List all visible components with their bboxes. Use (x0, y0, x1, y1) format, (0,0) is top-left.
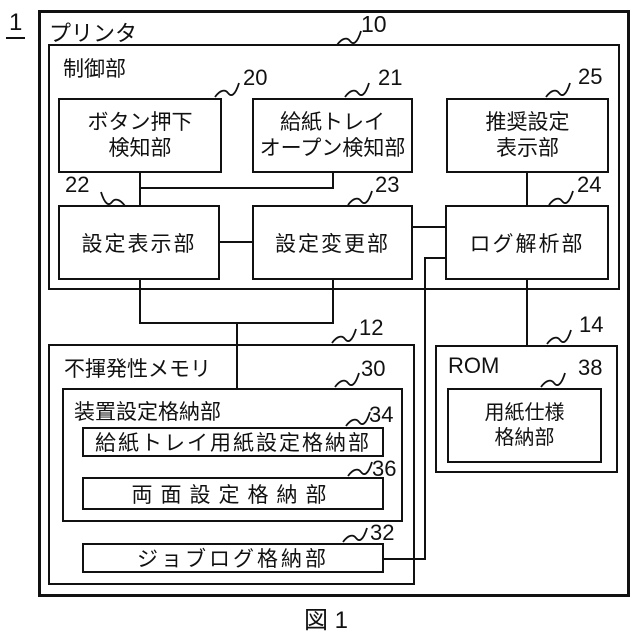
box-button-press-detector: ボタン押下 検知部 (58, 98, 222, 173)
box-job-log-storage: ジョブログ格納部 (82, 543, 384, 573)
recommended-setting-display-label: 推奨設定 表示部 (485, 110, 570, 160)
ref-label-34: 34 (369, 402, 394, 427)
ref-label-32: 32 (370, 520, 395, 545)
figure-caption: 図 1 (303, 607, 348, 634)
leader-34 (345, 411, 371, 427)
box-duplex-setting-storage: 両面設定格納部 (82, 477, 384, 510)
ref-label-21: 21 (378, 65, 403, 90)
box-printer: プリンタ (38, 10, 630, 597)
box-log-analysis: ログ解析部 (445, 205, 609, 280)
box-device-setting-storage: 装置設定格納部 (62, 388, 403, 522)
leader-lines (100, 30, 574, 543)
log-analysis-label: ログ解析部 (469, 232, 585, 256)
device-setting-storage-label: 装置設定格納部 (74, 401, 221, 424)
rom-label: ROM (448, 353, 500, 378)
leader-24 (548, 190, 574, 206)
leader-10 (336, 30, 362, 46)
button-press-detector-label: ボタン押下 検知部 (87, 110, 193, 160)
ref-label-20: 20 (243, 65, 268, 90)
setting-display-label: 設定表示部 (81, 232, 197, 256)
leader-21 (344, 82, 370, 98)
ref-label-25: 25 (578, 64, 603, 89)
leader-36 (347, 461, 373, 477)
leader-32 (342, 527, 368, 543)
tray-paper-setting-storage-label: 給紙トレイ用紙設定格納部 (95, 432, 371, 455)
setting-change-label: 設定変更部 (275, 232, 390, 256)
job-log-storage-label: ジョブログ格納部 (137, 548, 329, 571)
nonvolatile-memory-label: 不揮発性メモリ (64, 358, 211, 381)
box-setting-display: 設定表示部 (58, 205, 220, 280)
printer-label: プリンタ (49, 21, 138, 46)
ref-label-38: 38 (578, 355, 603, 380)
tray-open-detector-label: 給紙トレイ オープン検知部 (259, 110, 406, 160)
ref-label-23: 23 (375, 172, 400, 197)
box-nonvolatile-memory: 不揮発性メモリ (48, 344, 415, 585)
box-tray-open-detector: 給紙トレイ オープン検知部 (252, 98, 413, 173)
leader-30 (334, 372, 360, 388)
box-setting-change: 設定変更部 (252, 205, 413, 280)
paper-spec-storage-label: 用紙仕様 格納部 (484, 401, 565, 449)
box-rom: ROM (435, 345, 618, 473)
box-recommended-setting-display: 推奨設定 表示部 (446, 98, 609, 173)
leader-25 (545, 82, 571, 98)
box-tray-paper-setting-storage: 給紙トレイ用紙設定格納部 (82, 427, 384, 457)
ref-label-30: 30 (361, 356, 386, 381)
leader-22 (100, 191, 126, 207)
duplex-setting-storage-label: 両面設定格納部 (131, 483, 335, 507)
leader-23 (347, 190, 373, 206)
ref-label-24: 24 (577, 172, 602, 197)
connector-lines (139, 172, 528, 560)
box-paper-spec-storage: 用紙仕様 格納部 (447, 388, 602, 463)
ref-label-1: 1 (6, 11, 26, 39)
leader-38 (540, 372, 566, 388)
leader-14 (546, 329, 572, 345)
ref-label-12: 12 (359, 315, 384, 340)
ref-label-22: 22 (65, 172, 90, 197)
ref-label-36: 36 (372, 456, 397, 481)
connector-24-to-joblog (383, 257, 446, 560)
box-control-unit: 制御部 (48, 44, 620, 290)
leader-20 (214, 82, 240, 98)
ref-label-14: 14 (579, 312, 604, 337)
control-unit-label: 制御部 (63, 58, 126, 81)
ref-label-10: 10 (361, 11, 387, 37)
leader-12 (331, 328, 357, 344)
